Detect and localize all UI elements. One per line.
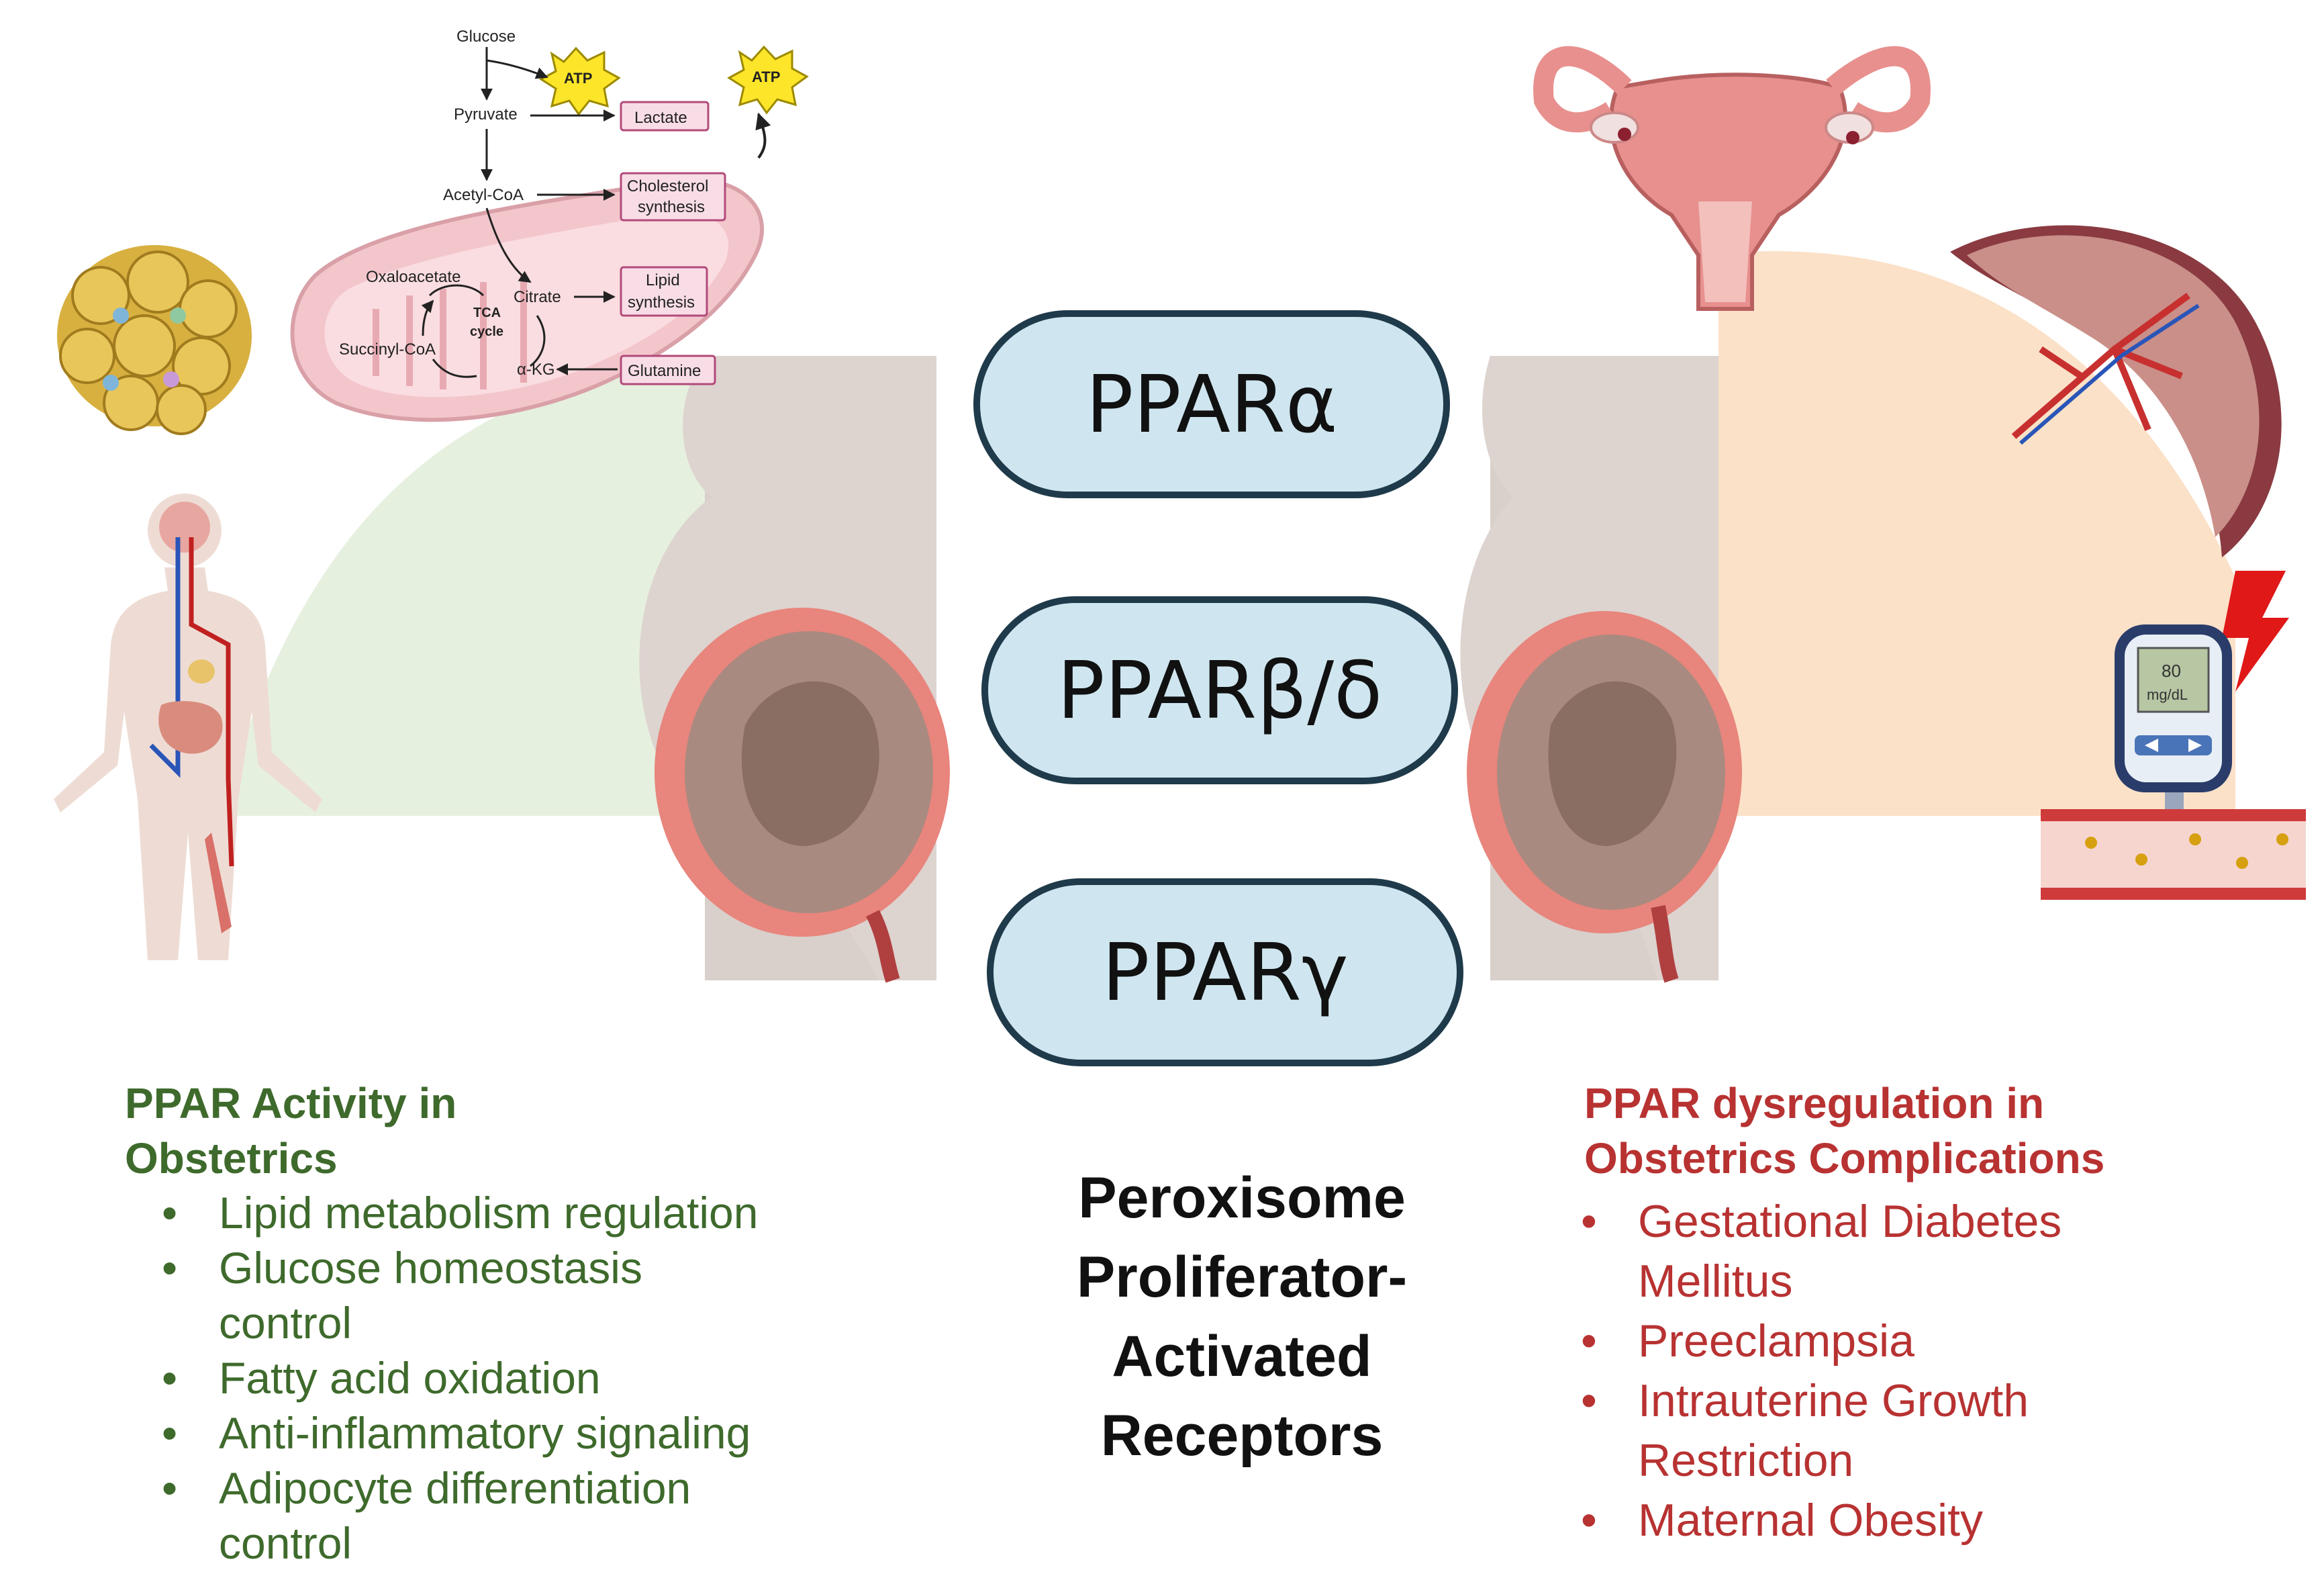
caption-line-1: Peroxisome: [1078, 1166, 1406, 1230]
caption-line-2: Proliferator-: [1076, 1245, 1408, 1309]
peach-quarter-wedge: [1718, 251, 2235, 816]
bullet-text: Anti-inflammatory signaling: [219, 1408, 751, 1458]
right-title-line-2: Obstetrics Complications: [1584, 1134, 2105, 1182]
left-panel-title: PPAR Activity in Obstetrics: [125, 1076, 595, 1186]
glucometer-value: 80: [2162, 661, 2181, 681]
glucometer-unit: mg/dL: [2147, 686, 2188, 703]
acetyl-coa-label: Acetyl-CoA: [443, 186, 524, 204]
receptor-label-ppar-beta-delta: PPARβ/δ: [1057, 644, 1383, 737]
akg-label: α-KG: [517, 361, 555, 379]
bullet-text: Gestational Diabetes: [1638, 1196, 2062, 1247]
bullet-text-cont: control: [219, 1298, 352, 1348]
lipid-label-1: Lipid: [646, 271, 680, 289]
pyruvate-label: Pyruvate: [454, 105, 518, 124]
cholesterol-label-2: synthesis: [638, 198, 705, 216]
caption-line-3: Activated: [1112, 1324, 1372, 1389]
tca-label-1: TCA: [473, 306, 501, 320]
blood-vessel-icon: [2041, 809, 2306, 900]
glutamine-label: Glutamine: [628, 362, 701, 380]
lightning-bolt-icon: [2222, 571, 2289, 692]
lactate-box: [620, 101, 710, 132]
bullet-text: Maternal Obesity: [1638, 1495, 1983, 1546]
bullet-text-cont: Restriction: [1638, 1435, 1854, 1486]
cholesterol-box: [620, 172, 726, 222]
green-quarter-wedge: [222, 366, 708, 816]
right-panel-title: PPAR dysregulation in Obstetrics Complic…: [1584, 1076, 2309, 1186]
metabolism-labels: Glucose ATP ATP Pyruvate Lactate Acetyl-…: [339, 28, 809, 385]
succinyl-coa-label: Succinyl-CoA: [339, 340, 436, 359]
receptor-label-ppar-alpha: PPARα: [1085, 358, 1338, 451]
pregnant-abdomen-right: [1460, 356, 1742, 983]
left-title-line-2: Obstetrics: [125, 1134, 338, 1182]
glucometer-icon: 80 mg/dL: [2115, 571, 2289, 839]
bullet-text: Adipocyte differentiation: [219, 1463, 691, 1513]
list-item: Fatty acid oxidation: [125, 1350, 836, 1405]
list-item: Lipid metabolism regulation: [125, 1185, 836, 1240]
tca-label-2: cycle: [470, 324, 503, 339]
placenta-icon: [1950, 225, 2282, 557]
atp-2-label: ATP: [752, 68, 780, 85]
receptor-pill-ppar-beta-delta: PPARβ/δ: [981, 596, 1458, 784]
receptor-label-ppar-gamma: PPARγ: [1102, 926, 1349, 1019]
pregnant-abdomen-left: [639, 356, 950, 983]
bullet-text-cont: Mellitus: [1638, 1256, 1793, 1307]
bullet-text: Glucose homeostasis: [219, 1243, 642, 1293]
list-item: Maternal Obesity: [1544, 1491, 2282, 1550]
oxaloacetate-label: Oxaloacetate: [366, 268, 461, 286]
cholesterol-label-1: Cholesterol: [627, 177, 708, 195]
list-item: Preeclampsia: [1544, 1311, 2282, 1371]
human-body-icon: [54, 494, 322, 960]
glucose-label: Glucose: [456, 28, 516, 46]
left-bullet-list: Lipid metabolism regulation Glucose home…: [125, 1185, 836, 1571]
lipid-label-2: synthesis: [628, 293, 695, 312]
adipocyte-cluster-icon: [57, 245, 252, 435]
uterus-ovaries-icon: [1533, 46, 1931, 311]
bullet-text: Lipid metabolism regulation: [219, 1188, 759, 1238]
receptor-pill-ppar-alpha: PPARα: [973, 310, 1450, 498]
list-item: Anti-inflammatory signaling: [125, 1405, 836, 1460]
receptor-pill-ppar-gamma: PPARγ: [987, 878, 1463, 1066]
bullet-text: Fatty acid oxidation: [219, 1353, 601, 1403]
bullet-text: Preeclampsia: [1638, 1315, 1915, 1366]
citrate-label: Citrate: [514, 288, 561, 306]
right-title-line-1: PPAR dysregulation in: [1584, 1079, 2045, 1127]
lipid-box: [620, 266, 708, 317]
left-title-line-1: PPAR Activity in: [125, 1079, 457, 1127]
center-caption: Peroxisome Proliferator- Activated Recep…: [994, 1158, 1490, 1475]
bullet-text: Intrauterine Growth: [1638, 1375, 2029, 1426]
lactate-label: Lactate: [634, 109, 687, 127]
bullet-text-cont: control: [219, 1518, 352, 1568]
caption-line-4: Receptors: [1100, 1403, 1384, 1468]
atp-1-label: ATP: [564, 70, 592, 87]
atp-burst-2: [727, 45, 809, 115]
glutamine-box: [620, 355, 716, 385]
